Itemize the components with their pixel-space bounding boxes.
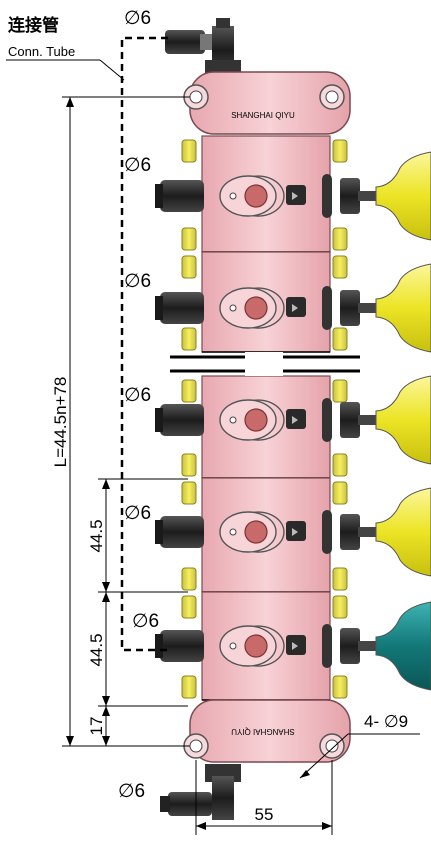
pin-hole	[229, 416, 237, 424]
ejector-module-2	[155, 251, 431, 353]
cup-stem	[358, 303, 376, 313]
side-lug	[332, 227, 348, 251]
push-in-fitting	[160, 180, 204, 212]
pin-hole	[229, 642, 237, 650]
fitting-collet	[155, 634, 163, 658]
fitting-collet	[155, 520, 163, 544]
side-lug	[332, 379, 348, 403]
pitch-label-lower: 44.5	[87, 633, 106, 666]
side-lug	[181, 453, 197, 477]
side-lug	[181, 595, 197, 619]
fitting-collet	[155, 184, 163, 208]
callout-chinese: 连接管	[8, 15, 59, 35]
cup-stem	[358, 415, 376, 425]
side-lug	[332, 595, 348, 619]
push-in-fitting	[160, 516, 204, 548]
side-lug	[332, 567, 348, 591]
cup-connector	[340, 290, 360, 326]
cup-connector	[340, 402, 360, 438]
push-in-fitting	[160, 292, 204, 324]
pin-hole	[229, 192, 237, 200]
suction-cup	[375, 375, 431, 465]
side-lug	[181, 675, 197, 699]
suction-cup	[375, 601, 431, 691]
side-lug	[181, 327, 197, 351]
fitting-label-1: ∅6	[124, 155, 151, 176]
cup-stem	[358, 191, 376, 201]
fitting-collet	[155, 408, 163, 432]
callout-english: Conn. Tube	[8, 44, 75, 59]
cup-connector	[340, 514, 360, 550]
pin-hole	[229, 528, 237, 536]
end-offset-label: 17	[87, 717, 106, 736]
side-lug	[181, 255, 197, 279]
release-button	[244, 408, 268, 432]
fitting-label-3: ∅6	[124, 385, 151, 406]
cup-stem	[358, 527, 376, 537]
exhaust-slot	[322, 624, 332, 668]
ejector-modules	[155, 135, 431, 701]
ejector-module-3	[155, 375, 431, 479]
side-lug	[181, 227, 197, 251]
side-lug	[181, 379, 197, 403]
conn-tube-callout: 连接管 Conn. Tube	[6, 15, 125, 81]
cup-connector	[340, 628, 360, 664]
release-button	[244, 184, 268, 208]
side-lug	[181, 139, 197, 163]
fitting-label-2: ∅6	[124, 271, 151, 292]
ejector-module-5	[155, 591, 431, 701]
release-button	[244, 520, 268, 544]
suction-cup	[375, 487, 431, 577]
fitting-labels: ∅6 ∅6 ∅6 ∅6 ∅6 ∅6 ∅6	[118, 8, 159, 802]
release-button	[244, 296, 268, 320]
holes-label: 4- ∅9	[364, 712, 408, 731]
side-lug	[332, 255, 348, 279]
ejector-module-4	[155, 477, 431, 593]
engraving-bottom: SHANGHAI QIYU	[231, 727, 295, 736]
indicator-arrow	[292, 642, 298, 650]
exhaust-slot	[322, 510, 332, 554]
fitting-collet	[155, 296, 163, 320]
suction-cup	[375, 263, 431, 353]
fitting-label-top: ∅6	[124, 8, 151, 29]
connection-tube	[120, 36, 168, 652]
top-end-plate: SHANGHAI QIYU	[183, 71, 351, 135]
indicator-arrow	[292, 528, 298, 536]
total-length-label: L=44.5n+78	[51, 377, 70, 468]
bottom-end-plate: SHANGHAI QIYU	[183, 699, 351, 763]
break-line	[170, 352, 360, 376]
width-label: 55	[255, 805, 274, 824]
cup-connector	[340, 178, 360, 214]
bottom-elbow-fitting	[160, 764, 241, 820]
engraving-top: SHANGHAI QIYU	[231, 111, 295, 120]
ejector-module-1	[155, 135, 431, 253]
side-lug	[332, 327, 348, 351]
pin-hole	[229, 304, 237, 312]
dimension-arrows	[66, 97, 332, 830]
indicator-arrow	[292, 192, 298, 200]
suction-cup	[375, 151, 431, 241]
push-in-fitting	[160, 630, 204, 662]
exhaust-slot	[322, 174, 332, 218]
side-lug	[332, 453, 348, 477]
exhaust-slot	[322, 398, 332, 442]
side-lug	[181, 481, 197, 505]
side-lug	[332, 139, 348, 163]
fitting-label-bottom: ∅6	[118, 781, 145, 802]
pitch-label-upper: 44.5	[87, 519, 106, 552]
side-lug	[332, 675, 348, 699]
indicator-arrow	[292, 416, 298, 424]
top-elbow-fitting	[165, 18, 241, 78]
push-in-fitting	[160, 404, 204, 436]
release-button	[244, 634, 268, 658]
dimension-lines	[62, 96, 420, 835]
exhaust-slot	[322, 286, 332, 330]
side-lug	[181, 567, 197, 591]
side-lug	[332, 481, 348, 505]
fitting-label-5: ∅6	[132, 611, 159, 632]
indicator-arrow	[292, 304, 298, 312]
fitting-label-4: ∅6	[124, 503, 151, 524]
cup-stem	[358, 641, 376, 651]
